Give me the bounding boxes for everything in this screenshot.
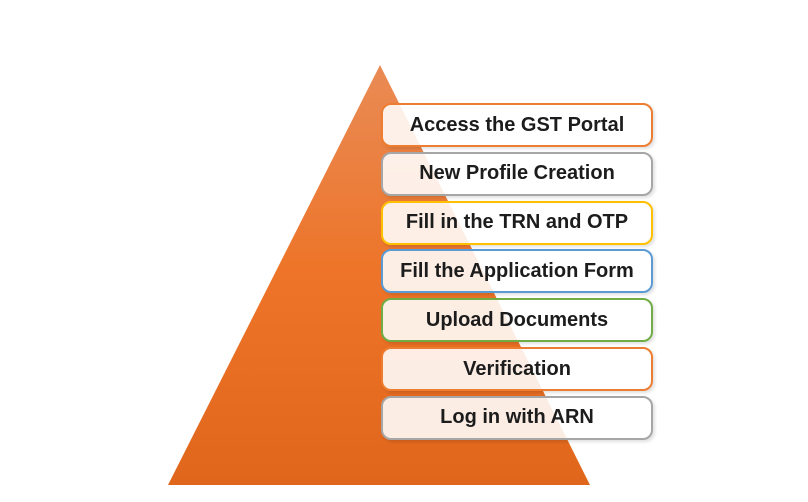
step-box: Verification bbox=[381, 347, 653, 391]
step-box: Access the GST Portal bbox=[381, 103, 653, 147]
step-label: Upload Documents bbox=[425, 308, 609, 331]
step-label: Access the GST Portal bbox=[409, 113, 625, 136]
step-box: New Profile Creation bbox=[381, 151, 653, 196]
step-box: Fill in the TRN and OTP bbox=[381, 200, 653, 245]
step-label: Fill in the TRN and OTP bbox=[405, 211, 629, 234]
step-label: Log in with ARN bbox=[440, 406, 594, 429]
step-box: Log in with ARN bbox=[381, 395, 653, 440]
step-box: Fill the Application Form bbox=[381, 249, 653, 294]
step-label: Verification bbox=[463, 357, 571, 380]
step-box: Upload Documents bbox=[381, 298, 653, 343]
step-label: Fill the Application Form bbox=[400, 259, 634, 282]
step-label: New Profile Creation bbox=[419, 162, 615, 185]
